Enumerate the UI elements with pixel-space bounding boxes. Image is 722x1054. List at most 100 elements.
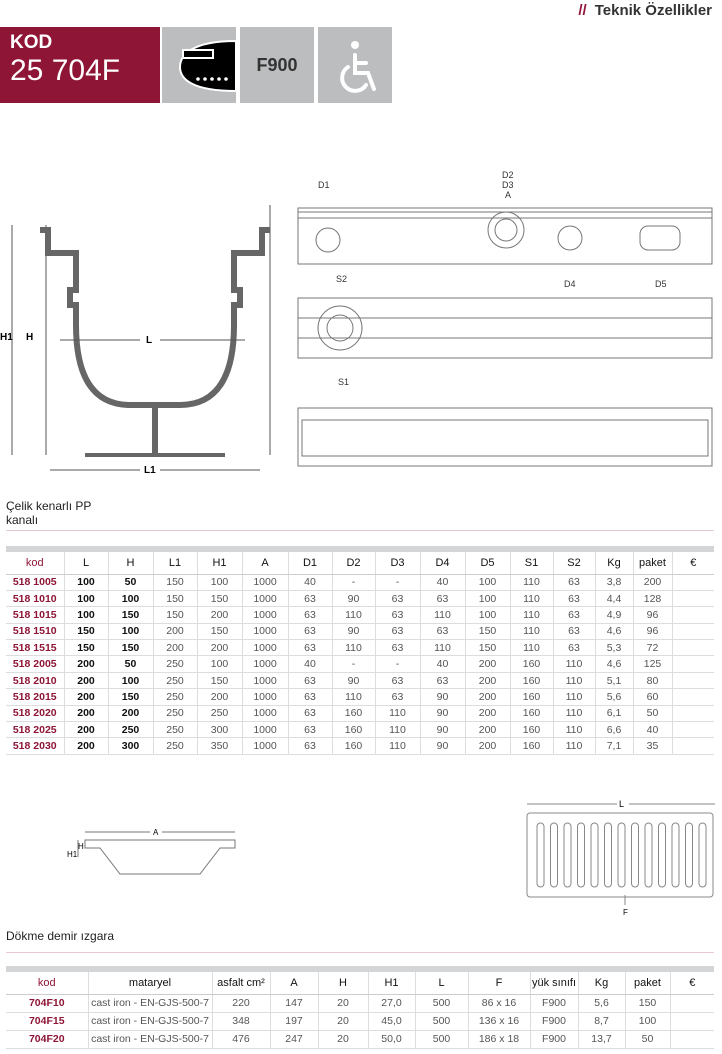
table-cell: 250 [152, 655, 197, 673]
table-cell: 348 [211, 1012, 270, 1031]
table-cell: 476 [211, 1030, 270, 1049]
column-header: H [317, 972, 368, 995]
table-cell: 518 2015 [6, 688, 64, 706]
table-cell: 150 [152, 574, 197, 591]
table-cell: - [374, 574, 420, 591]
table-cell: 200 [464, 705, 510, 723]
table-cell: 200 [107, 705, 153, 723]
table-cell: 250 [152, 688, 197, 706]
column-header: D1 [287, 552, 332, 575]
table-cell: 63 [287, 590, 332, 608]
table-cell: 63 [287, 639, 332, 657]
table-cell: 110 [331, 606, 375, 624]
table-cell: 518 2025 [6, 721, 64, 739]
table-cell: 1000 [241, 721, 288, 739]
column-header: D3 [374, 552, 420, 575]
table-cell [671, 590, 714, 608]
grate-slot [577, 822, 585, 888]
label-D3: D3 [502, 180, 514, 190]
label-H1: H1 [0, 332, 13, 343]
column-header: H1 [367, 972, 415, 995]
table-cell: 72 [632, 639, 672, 657]
table-cell: F900 [529, 994, 578, 1013]
table-cell: 100 [63, 606, 108, 624]
label-A: A [153, 828, 159, 837]
table-cell: 150 [624, 994, 670, 1013]
grate-slot [563, 822, 572, 888]
table-cell: 518 2030 [6, 737, 64, 755]
table-cell: 110 [419, 606, 465, 624]
label-H1: H1 [67, 850, 78, 859]
table-cell: 100 [464, 574, 510, 591]
column-header: F [467, 972, 530, 995]
table-cell: 704F15 [6, 1012, 88, 1031]
table-cell: - [374, 655, 420, 673]
table-cell: 704F20 [6, 1030, 88, 1049]
table-cell: 86 x 16 [467, 994, 530, 1013]
table-cell: 63 [287, 672, 332, 690]
table-cell: 1000 [241, 590, 288, 608]
table-cell: 100 [464, 590, 510, 608]
table-cell: 110 [374, 721, 420, 739]
table-cell: 300 [107, 737, 153, 755]
table-cell: 8,7 [577, 1012, 625, 1031]
table-cell [671, 721, 714, 739]
table-cell: 40 [419, 655, 465, 673]
table-cell: - [331, 655, 375, 673]
table-cell: 518 1010 [6, 590, 64, 608]
table-cell: 4,6 [594, 655, 633, 673]
table-cell: 200 [464, 737, 510, 755]
table-cell: 63 [552, 574, 595, 591]
column-header: mataryel [87, 972, 212, 995]
vehicle-icon [162, 27, 236, 103]
table-cell: 350 [196, 737, 242, 755]
table-cell: 150 [107, 688, 153, 706]
column-header: € [671, 552, 714, 575]
table-cell: 110 [509, 606, 553, 624]
table-cell: 1000 [241, 737, 288, 755]
table-cell: 160 [509, 655, 553, 673]
channel-views-drawing: D1 D2 D3 A D4 D5 S2 S1 [297, 170, 713, 467]
table-cell: 63 [419, 623, 465, 641]
grate-slot [631, 822, 639, 888]
column-header: H [107, 552, 153, 575]
table-cell: 27,0 [367, 994, 415, 1013]
table-cell: 63 [287, 606, 332, 624]
table-cell: 60 [632, 688, 672, 706]
table-cell: 90 [419, 737, 465, 755]
table-cell [671, 672, 714, 690]
table-cell: 518 1005 [6, 574, 64, 591]
grate-slot [671, 822, 680, 888]
table-cell: 518 2010 [6, 672, 64, 690]
table-cell: 35 [632, 737, 672, 755]
table-cell: 200 [464, 721, 510, 739]
page-title: //Teknik Özellikler [578, 2, 712, 19]
table-cell: 40 [287, 655, 332, 673]
table-cell: 518 1515 [6, 639, 64, 657]
table-cell: 110 [419, 639, 465, 657]
grate-slot [604, 822, 612, 888]
table-cell: 160 [509, 721, 553, 739]
column-header: kod [6, 552, 64, 575]
table-cell: 518 2005 [6, 655, 64, 673]
divider [6, 530, 714, 531]
table-cell [671, 705, 714, 723]
table-cell: 100 [196, 574, 242, 591]
table-cell: 5,6 [577, 994, 625, 1013]
table-cell: 150 [196, 590, 242, 608]
table-cell: 50 [107, 655, 153, 673]
table-cell: 63 [419, 672, 465, 690]
table-cell: 110 [552, 737, 595, 755]
table-cell: 110 [552, 705, 595, 723]
table-cell: 20 [317, 994, 368, 1013]
table-cell: 1000 [241, 623, 288, 641]
table-cell: 100 [63, 574, 108, 591]
